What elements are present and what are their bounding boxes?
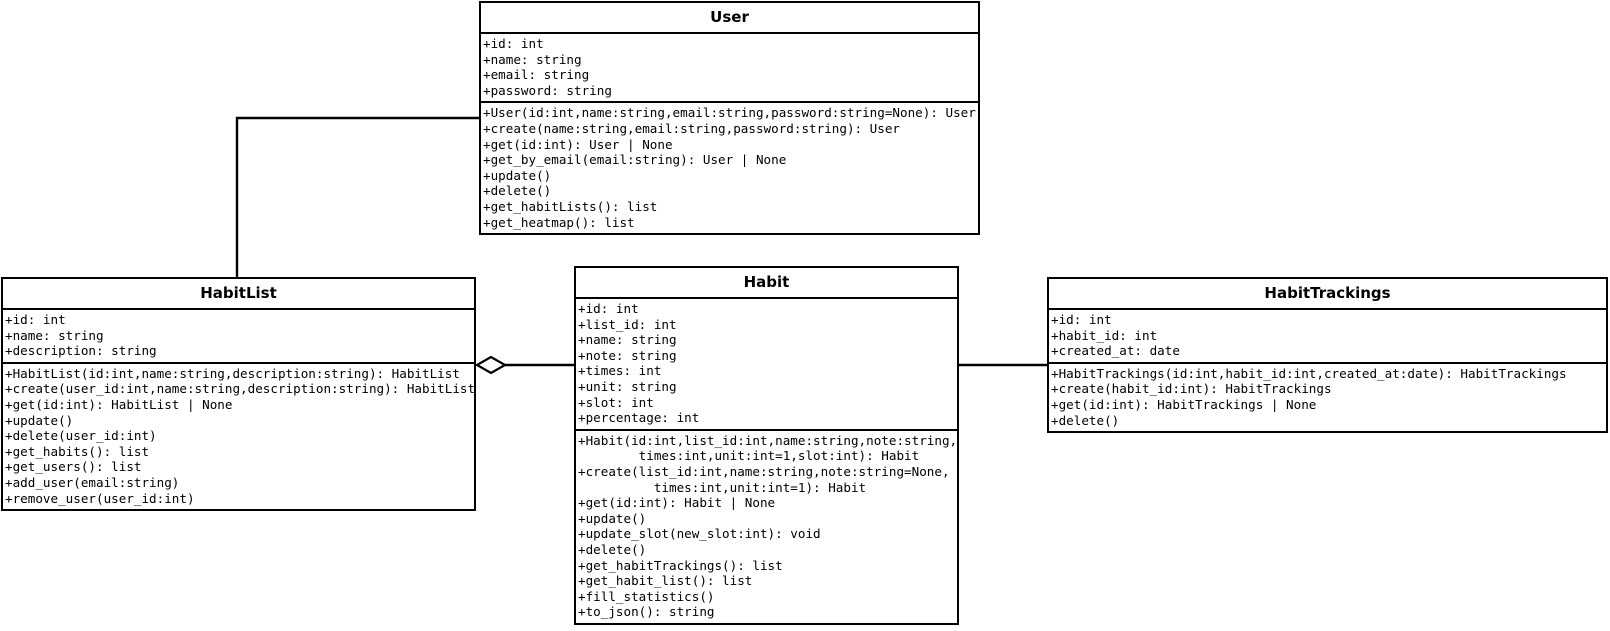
method-row: +update_slot(new_slot:int): void bbox=[578, 526, 821, 542]
attribute-row: +description: string bbox=[5, 343, 157, 359]
attribute-row: +password: string bbox=[483, 82, 612, 98]
method-row: +update() bbox=[483, 167, 552, 183]
class-title-habitlist: HabitList bbox=[3, 279, 474, 310]
method-row: +delete() bbox=[483, 183, 552, 199]
class-attributes-habitlist: +id: int +name: string +description: str… bbox=[3, 310, 474, 362]
link-user-habitlist bbox=[235, 116, 480, 278]
method-row: +get_habitLists(): list bbox=[483, 198, 658, 214]
attribute-row: +email: string bbox=[483, 67, 590, 83]
method-row: +update() bbox=[5, 412, 74, 428]
method-row: +get_habit_list(): list bbox=[578, 573, 753, 589]
class-title-user: User bbox=[481, 3, 978, 34]
method-row: +HabitTrackings(id:int,habit_id:int,crea… bbox=[1051, 365, 1567, 381]
attribute-row: +id: int bbox=[578, 301, 639, 316]
method-row: +HabitList(id:int,name:string,descriptio… bbox=[5, 365, 460, 381]
method-row: +add_user(email:string) bbox=[5, 474, 180, 490]
class-attributes-habittrackings: +id: int +habit_id: int +created_at: dat… bbox=[1049, 310, 1606, 362]
class-methods-user: +User(id:int,name:string,email:string,pa… bbox=[481, 101, 978, 234]
method-row: +create(user_id:int,name:string,descript… bbox=[5, 381, 476, 397]
method-row: +delete() bbox=[1051, 412, 1120, 428]
attribute-row: +slot: int bbox=[578, 394, 654, 410]
attribute-row: +unit: string bbox=[578, 378, 677, 394]
class-methods-habitlist: +HabitList(id:int,name:string,descriptio… bbox=[3, 361, 476, 510]
method-row: times:int,unit:int=1): Habit bbox=[578, 479, 867, 495]
class-title-habittrackings: HabitTrackings bbox=[1049, 279, 1606, 310]
method-row: +update() bbox=[578, 510, 647, 526]
method-row: +get(id:int): Habit | None bbox=[578, 495, 776, 511]
method-row: +get(id:int): User | None bbox=[483, 136, 673, 152]
attribute-row: +name: string bbox=[483, 51, 582, 67]
class-box-habitlist[interactable]: HabitList +id: int +name: string +descri… bbox=[1, 277, 476, 512]
method-row: +delete(user_id:int) bbox=[5, 428, 157, 444]
method-row: +create(habit_id:int): HabitTrackings bbox=[1051, 381, 1332, 397]
class-box-user[interactable]: User +id: int +name: string +email: stri… bbox=[479, 1, 980, 236]
class-title-habit: Habit bbox=[576, 268, 957, 299]
method-row: +get(id:int): HabitList | None bbox=[5, 396, 233, 412]
method-row: +delete() bbox=[578, 541, 647, 557]
method-row: +create(name:string,email:string,passwor… bbox=[483, 120, 901, 136]
method-row: +get_habits(): list bbox=[5, 443, 150, 459]
method-row: +get_by_email(email:string): User | None bbox=[483, 152, 787, 168]
attribute-row: +list_id: int bbox=[578, 316, 677, 332]
method-row: +fill_statistics() bbox=[578, 588, 715, 604]
class-box-habittrackings[interactable]: HabitTrackings +id: int +habit_id: int +… bbox=[1047, 277, 1608, 434]
method-row: times:int,unit:int=1,slot:int): Habit bbox=[578, 448, 920, 464]
class-attributes-habit: +id: int +list_id: int +name: string +no… bbox=[576, 299, 957, 429]
method-row: +to_json(): string bbox=[578, 604, 715, 620]
attribute-row: +id: int bbox=[1051, 312, 1112, 327]
method-row: +User(id:int,name:string,email:string,pa… bbox=[483, 105, 976, 121]
attribute-row: +name: string bbox=[5, 327, 104, 343]
attribute-row: +times: int bbox=[578, 363, 662, 379]
method-row: +get(id:int): HabitTrackings | None bbox=[1051, 396, 1317, 412]
attribute-row: +id: int bbox=[483, 36, 544, 51]
attribute-row: +percentage: int bbox=[578, 410, 700, 426]
attribute-row: +habit_id: int bbox=[1051, 327, 1158, 343]
class-box-habit[interactable]: Habit +id: int +list_id: int +name: stri… bbox=[574, 266, 959, 625]
class-attributes-user: +id: int +name: string +email: string +p… bbox=[481, 34, 978, 102]
attribute-row: +id: int bbox=[5, 312, 66, 327]
class-methods-habit: +Habit(id:int,list_id:int,name:string,no… bbox=[576, 428, 958, 623]
method-row: +get_habitTrackings(): list bbox=[578, 557, 783, 573]
attribute-row: +created_at: date bbox=[1051, 343, 1180, 359]
class-methods-habittrackings: +HabitTrackings(id:int,habit_id:int,crea… bbox=[1049, 361, 1606, 432]
method-row: +Habit(id:int,list_id:int,name:string,no… bbox=[578, 432, 958, 448]
aggregation-diamond-icon bbox=[474, 355, 508, 375]
attribute-row: +name: string bbox=[578, 332, 677, 348]
method-row: +get_heatmap(): list bbox=[483, 214, 635, 230]
method-row: +get_users(): list bbox=[5, 459, 142, 475]
method-row: +create(list_id:int,name:string,note:str… bbox=[578, 463, 950, 479]
method-row: +remove_user(user_id:int) bbox=[5, 490, 195, 506]
attribute-row: +note: string bbox=[578, 347, 677, 363]
